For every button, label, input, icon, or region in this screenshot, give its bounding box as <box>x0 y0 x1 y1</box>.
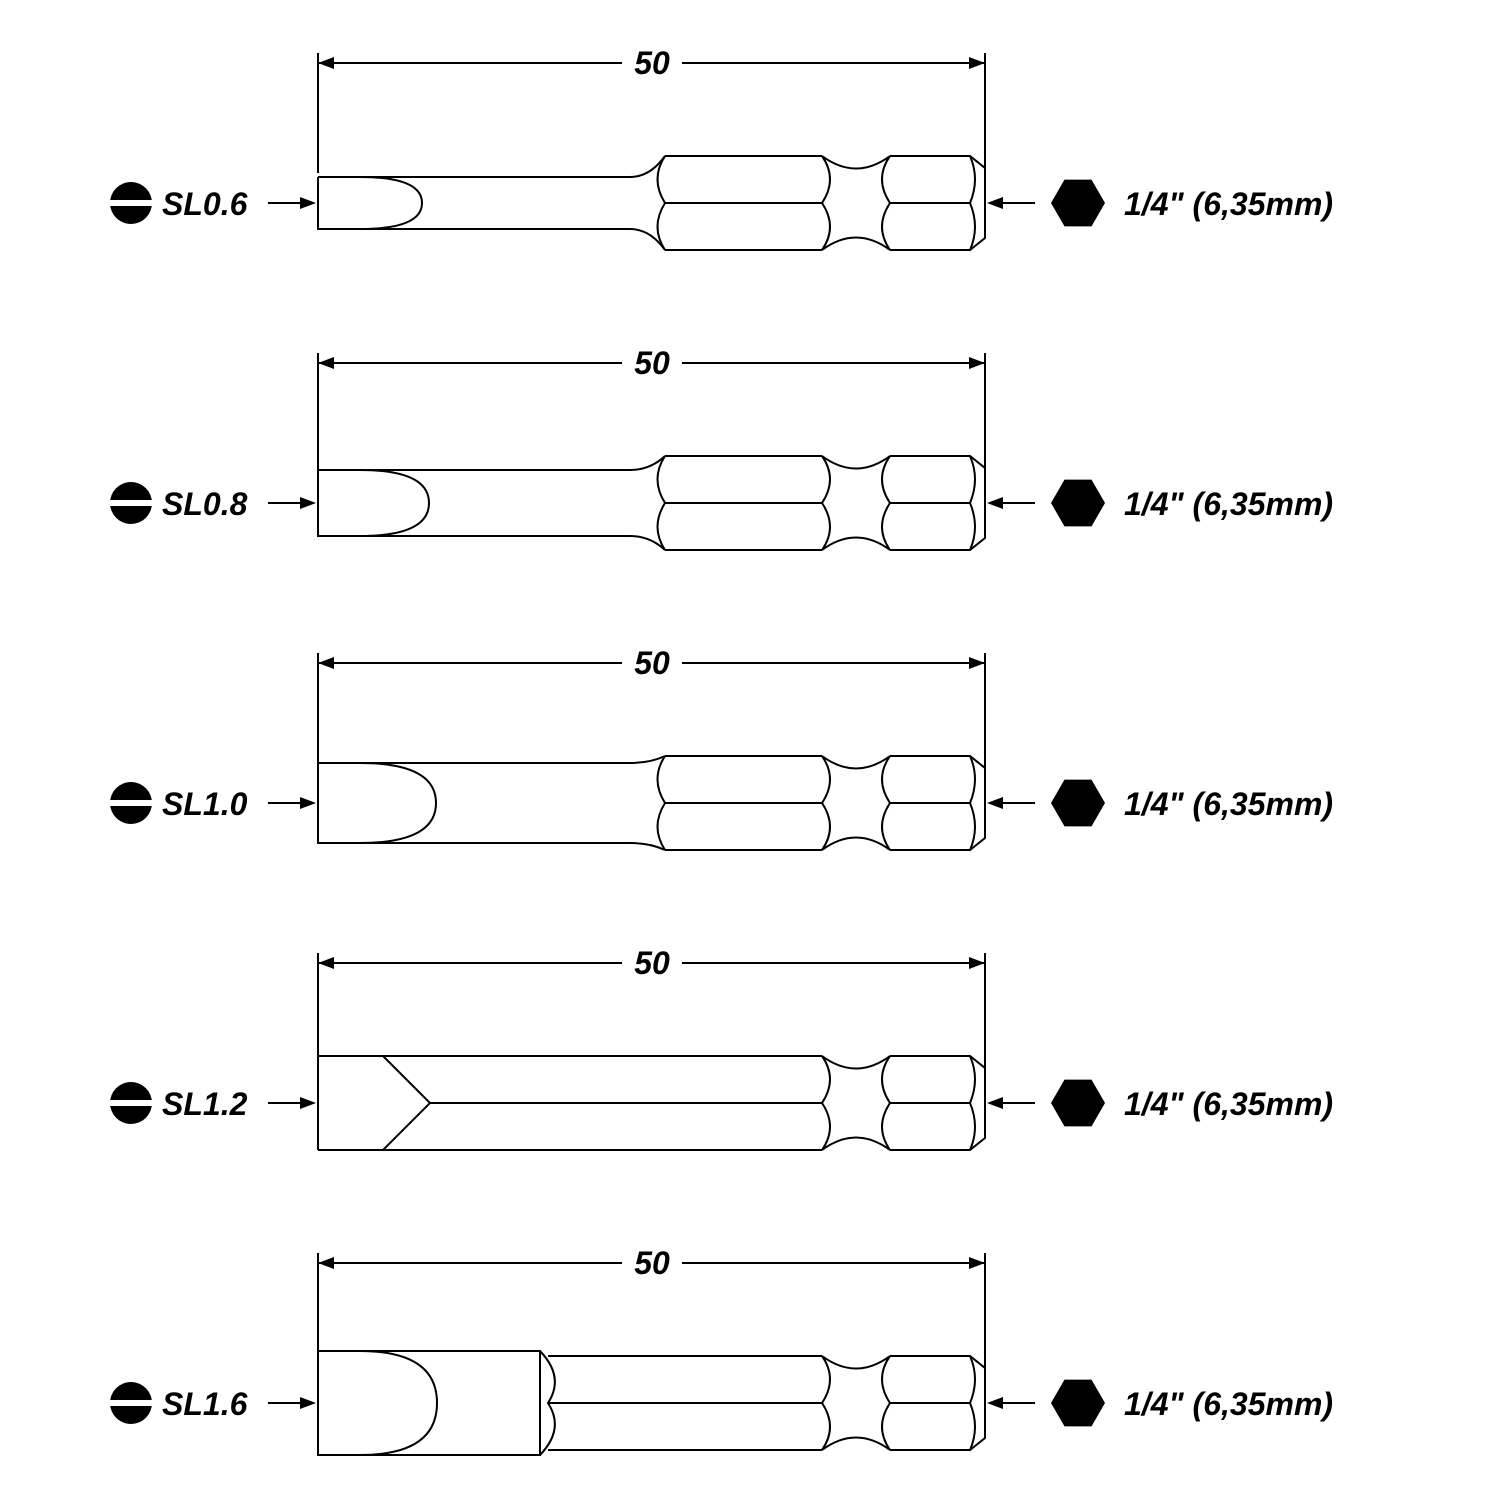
bit-outline <box>317 1350 986 1456</box>
dimension-arrow-left <box>318 357 334 369</box>
dimension-arrow-left <box>318 57 334 69</box>
dimension-line: 50 <box>317 945 986 1073</box>
dimension-arrow-right <box>969 957 985 969</box>
dimension-label: 50 <box>634 345 670 381</box>
bit-outline <box>317 155 986 251</box>
dimension-line: 50 <box>317 45 986 173</box>
dimension-arrow-right <box>969 57 985 69</box>
dimension-line: 50 <box>317 1245 986 1373</box>
dimension-label: 50 <box>634 45 670 81</box>
shank-label-group: 1/4" (6,35mm) <box>987 179 1333 227</box>
shank-label-group: 1/4" (6,35mm) <box>987 1079 1333 1127</box>
shank-size-label: 1/4" (6,35mm) <box>1124 486 1333 522</box>
shank-pointer-arrow <box>987 1397 1003 1409</box>
shank-size-label: 1/4" (6,35mm) <box>1124 186 1333 222</box>
shank-size-label: 1/4" (6,35mm) <box>1124 1386 1333 1422</box>
dimension-arrow-right <box>969 357 985 369</box>
tip-pointer-arrow <box>300 497 316 509</box>
dimension-arrow-left <box>318 1257 334 1269</box>
shank-size-label: 1/4" (6,35mm) <box>1124 786 1333 822</box>
dimension-label: 50 <box>634 645 670 681</box>
tip-label-group: SL0.8 <box>108 482 316 524</box>
shank-pointer-arrow <box>987 1097 1003 1109</box>
hexagon-icon <box>1051 1379 1105 1427</box>
tip-size-label: SL1.6 <box>162 1386 248 1422</box>
slotted-screw-icon <box>108 182 154 224</box>
shank-size-label: 1/4" (6,35mm) <box>1124 1086 1333 1122</box>
dimension-label: 50 <box>634 1245 670 1281</box>
hexagon-icon <box>1051 779 1105 827</box>
hexagon-icon <box>1051 1079 1105 1127</box>
tip-size-label: SL0.8 <box>162 486 248 522</box>
bit-outline <box>317 455 986 551</box>
tip-pointer-arrow <box>300 197 316 209</box>
dimension-arrow-left <box>318 657 334 669</box>
shank-pointer-arrow <box>987 497 1003 509</box>
hexagon-icon <box>1051 179 1105 227</box>
tip-pointer-arrow <box>300 797 316 809</box>
hexagon-icon <box>1051 479 1105 527</box>
tip-label-group: SL1.2 <box>108 1082 316 1124</box>
bit-outline <box>317 755 986 851</box>
tip-size-label: SL0.6 <box>162 186 248 222</box>
tip-label-group: SL0.6 <box>108 182 316 224</box>
slotted-screw-icon <box>108 1382 154 1424</box>
slotted-screw-icon <box>108 782 154 824</box>
tip-label-group: SL1.0 <box>108 782 316 824</box>
dimension-line: 50 <box>317 645 986 773</box>
dimension-line: 50 <box>317 345 986 473</box>
slotted-screw-icon <box>108 482 154 524</box>
tip-size-label: SL1.0 <box>162 786 248 822</box>
dimension-arrow-left <box>318 957 334 969</box>
dimension-arrow-right <box>969 1257 985 1269</box>
shank-label-group: 1/4" (6,35mm) <box>987 779 1333 827</box>
shank-pointer-arrow <box>987 797 1003 809</box>
bit-outline <box>317 1055 986 1151</box>
slotted-screw-icon <box>108 1082 154 1124</box>
dimension-label: 50 <box>634 945 670 981</box>
tip-pointer-arrow <box>300 1097 316 1109</box>
tip-label-group: SL1.6 <box>108 1382 316 1424</box>
dimension-arrow-right <box>969 657 985 669</box>
shank-pointer-arrow <box>987 197 1003 209</box>
shank-label-group: 1/4" (6,35mm) <box>987 1379 1333 1427</box>
tip-pointer-arrow <box>300 1397 316 1409</box>
shank-label-group: 1/4" (6,35mm) <box>987 479 1333 527</box>
tip-size-label: SL1.2 <box>162 1086 248 1122</box>
